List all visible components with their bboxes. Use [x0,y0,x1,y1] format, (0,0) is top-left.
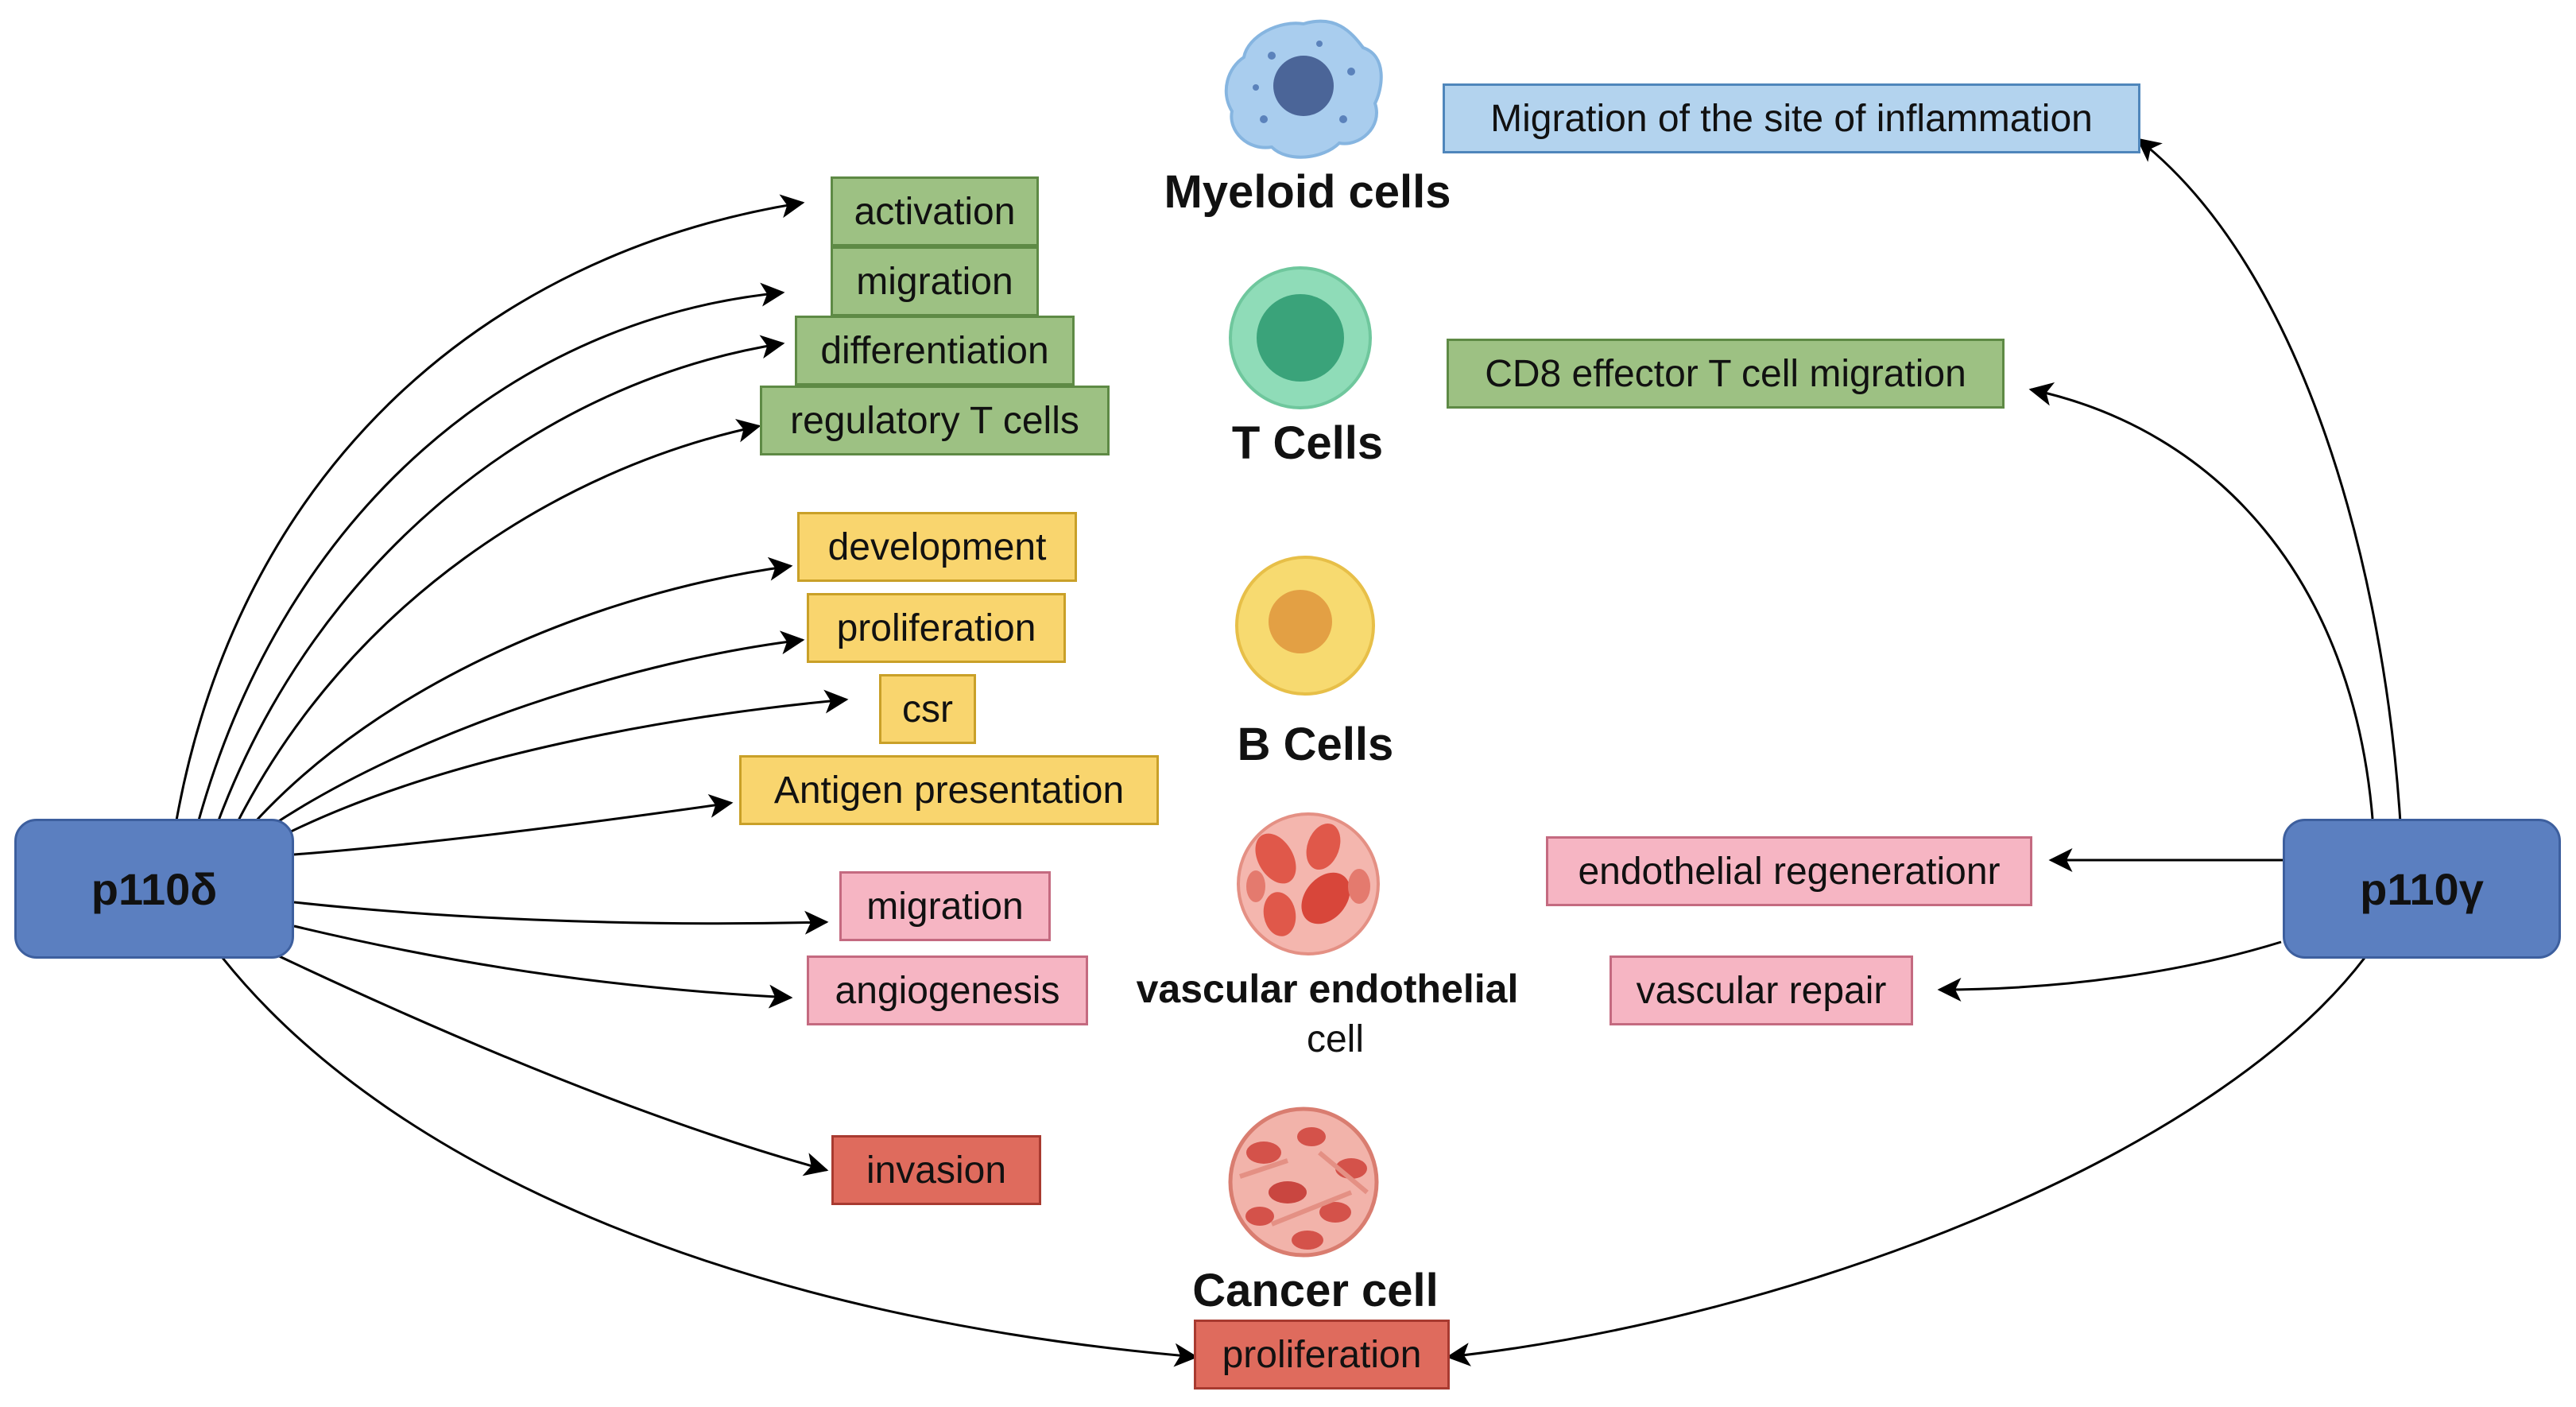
myeloid-cells-label: Myeloid cells [1164,166,1451,218]
differentiation-box: differentiation [795,316,1075,386]
proliferation-b-box: proliferation [807,593,1066,663]
proliferation-shared-box: proliferation [1194,1320,1450,1390]
p110-delta-arrows [175,194,1199,1367]
b-cell-icon [1235,556,1375,696]
migration-v-box: migration [839,871,1051,941]
cd8-migration-box: CD8 effector T cell migration [1447,339,2005,409]
arrow-to-proliferation-shared-left [221,957,1199,1367]
t-cell-icon [1229,266,1372,409]
vascular-endothelial-label: vascular endothelial [1136,967,1519,1011]
arrow-to-cd8 [2028,382,2374,820]
arrow-to-antigen [293,794,734,856]
arrow-to-csr [284,689,849,836]
activation-box: activation [831,176,1039,246]
cancer-cell-label: Cancer cell [1192,1265,1439,1316]
arrow-to-development [253,556,793,824]
csr-box: csr [879,674,976,744]
p110-gamma-node: p110γ [2283,819,2561,959]
cancer-cell-icon [1228,1107,1379,1258]
inflammation-migration-box: Migration of the site of inflammation [1443,83,2140,153]
arrow-to-differentiation [217,335,785,821]
migration-t-box: migration [831,246,1039,316]
arrow-to-proliferation-b [269,630,805,828]
p110-gamma-arrows [1446,138,2402,1366]
arrow-to-proliferation-shared-right [1446,957,2366,1366]
arrow-to-migration-v [293,901,829,935]
angiogenesis-box: angiogenesis [807,955,1088,1025]
endothelial-regeneration-box: endothelial regenerationr [1546,836,2032,906]
vascular-repair-box: vascular repair [1610,955,1913,1025]
arrow-to-invasion [273,952,829,1176]
b-cells-label: B Cells [1237,719,1394,770]
p110-delta-node: p110δ [14,819,294,959]
regulatory-t-cells-box: regulatory T cells [760,386,1110,455]
arrow-to-activation [175,194,805,821]
antigen-presentation-box: Antigen presentation [739,755,1159,825]
invasion-box: invasion [831,1135,1041,1205]
arrow-to-repair [1937,940,2282,1002]
myeloid-cell-icon [1224,19,1383,159]
t-cells-label: T Cells [1231,417,1384,469]
arrow-to-migration-t [197,282,785,821]
arrow-to-regulatory [237,419,761,821]
vascular-endothelial-sublabel: cell [1306,1018,1365,1060]
endothelial-cell-icon [1237,812,1380,955]
arrow-to-inflammation [2136,138,2402,824]
arrow-to-angiogenesis [293,924,793,1009]
development-box: development [797,512,1077,582]
